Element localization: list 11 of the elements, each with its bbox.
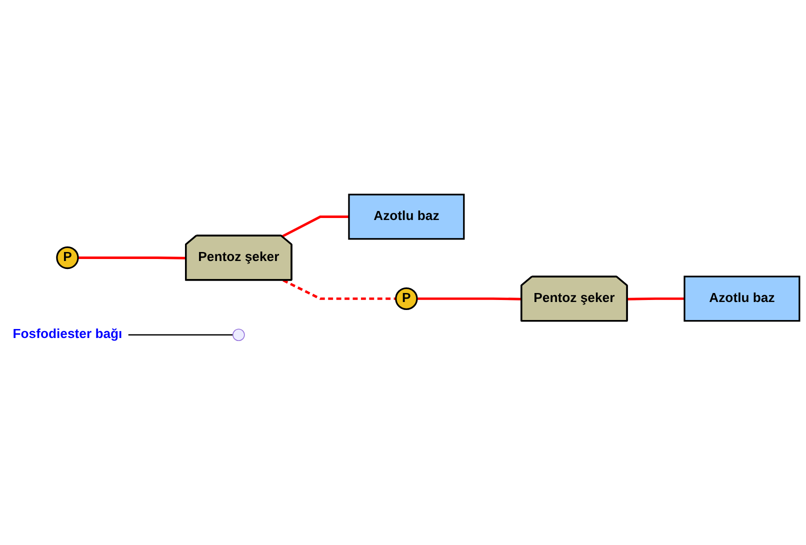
connector	[128, 334, 233, 336]
connector	[281, 215, 349, 238]
connector	[78, 256, 186, 260]
node-box: Azotlu baz	[348, 194, 465, 240]
connector	[282, 278, 396, 300]
node-text: Fosfodiester bağı	[12, 327, 122, 342]
node-circle: P	[395, 287, 418, 310]
connector	[627, 297, 684, 300]
node-circle: P	[56, 246, 79, 269]
connector	[416, 297, 522, 300]
node-box: Azotlu baz	[684, 275, 800, 322]
